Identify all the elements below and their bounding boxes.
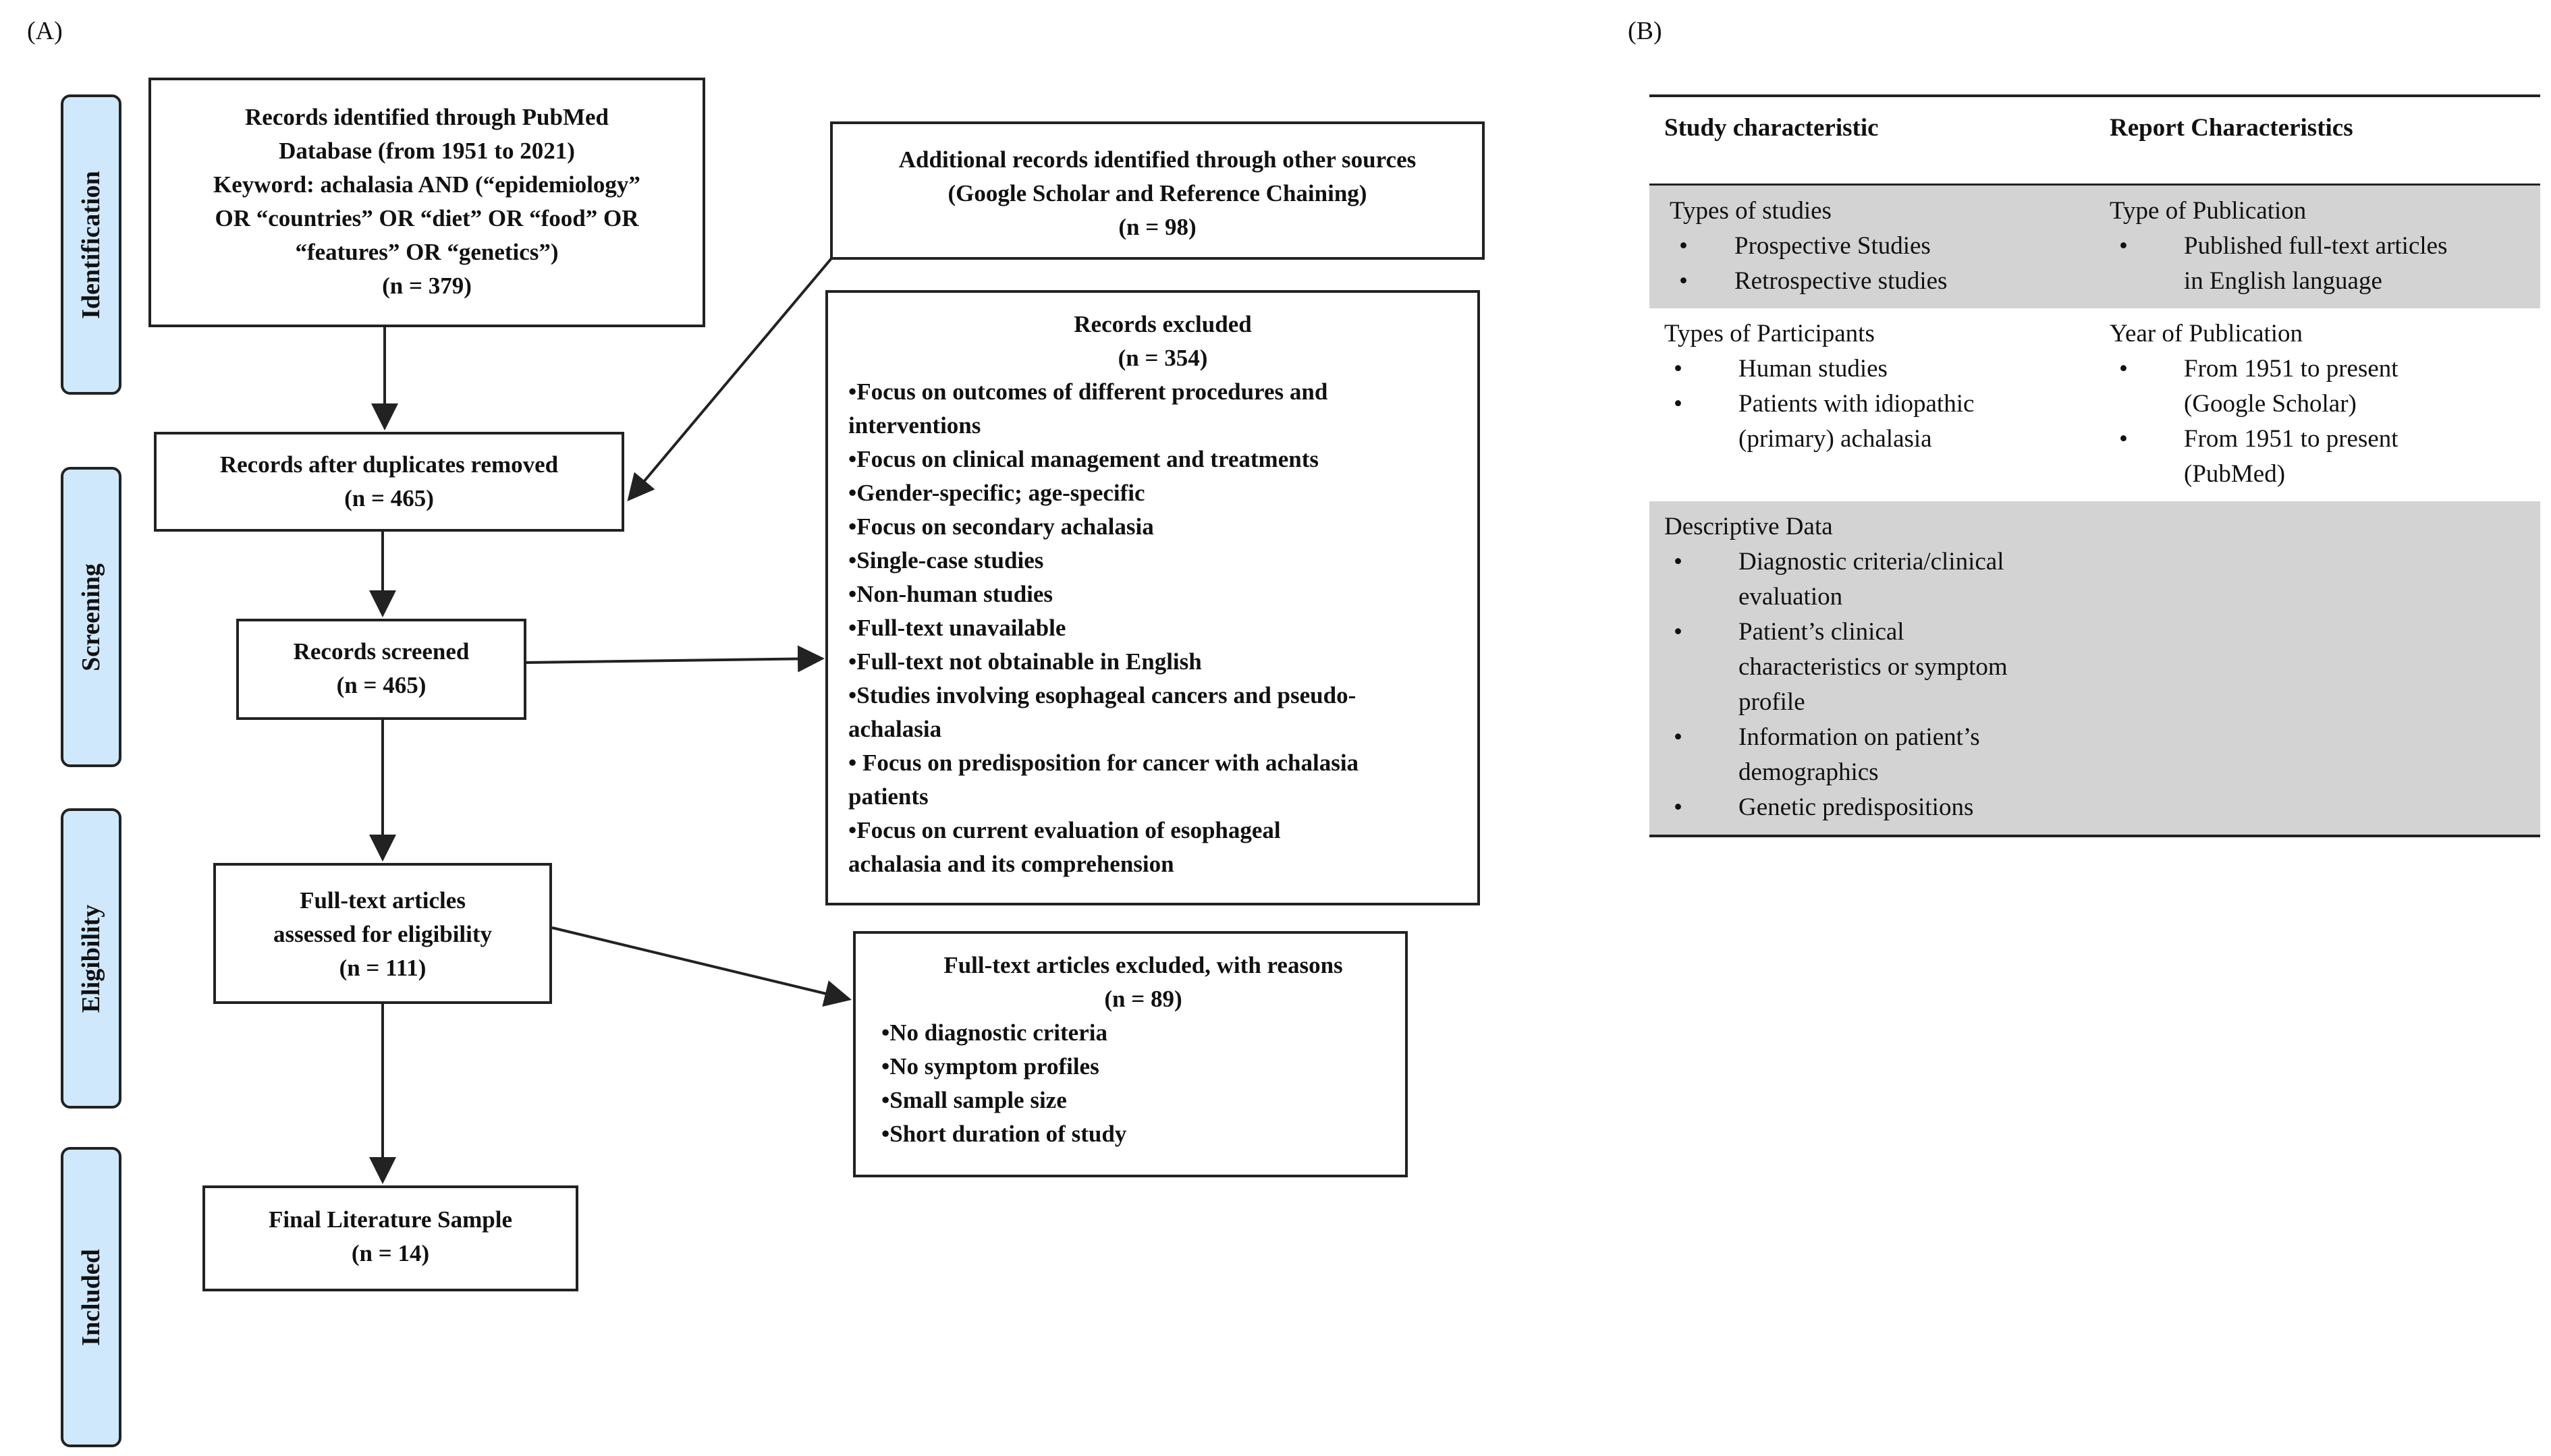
excluded-reason: •Non-human studies <box>848 581 1053 607</box>
duplicates-count: (n = 465) <box>344 485 434 511</box>
duplicates-label: Records after duplicates removed <box>219 451 559 478</box>
duplicates-removed-box: Records after duplicates removed (n = 46… <box>154 432 624 532</box>
excluded-reason: •Gender-specific; age-specific <box>848 480 1145 506</box>
pubmed-line: “features” OR “genetics”) <box>295 239 559 265</box>
year-of-publication-title: Year of Publication <box>2110 320 2303 347</box>
list-item: •Patients with idiopathic(primary) achal… <box>1674 390 1975 453</box>
screened-count: (n = 465) <box>336 672 427 698</box>
fulltext-excluded-title: Full-text articles excluded, with reason… <box>943 952 1343 978</box>
excluded-reason: •Full-text not obtainable in English <box>848 648 1202 675</box>
fulltext-excluded-reason: •No symptom profiles <box>881 1053 1099 1080</box>
excluded-reason: achalasia and its comprehension <box>848 851 1174 877</box>
pubmed-line: Keyword: achalasia AND (“epidemiology” <box>213 171 640 198</box>
excluded-count: (n = 354) <box>1118 345 1208 371</box>
pubmed-records-box: Records identified through PubMed Databa… <box>148 78 705 327</box>
study-characteristics-table: Study characteristic Report Characterist… <box>1649 94 2540 837</box>
table-row: Types of studies •Prospective Studies •R… <box>1649 186 2540 308</box>
excluded-reason: •Focus on secondary achalasia <box>848 513 1154 540</box>
excluded-reason: • Focus on predisposition for cancer wit… <box>848 750 1359 776</box>
excluded-reason: •Focus on clinical management and treatm… <box>848 446 1319 472</box>
fulltext-line: assessed for eligibility <box>273 921 493 947</box>
table-row: Descriptive Data •Diagnostic criteria/cl… <box>1649 501 2540 835</box>
row-left-cell: Types of Participants •Human studies •Pa… <box>1649 316 2095 492</box>
list-item: •Genetic predispositions <box>1674 793 1974 821</box>
final-sample-box: Final Literature Sample (n = 14) <box>202 1185 578 1291</box>
arrow-additional-to-duplicates <box>627 257 833 502</box>
excluded-reason: •Focus on outcomes of different procedur… <box>848 379 1328 405</box>
excluded-reason: achalasia <box>848 716 942 742</box>
excluded-reason: •Studies involving esophageal cancers an… <box>848 682 1356 708</box>
fulltext-excluded-count: (n = 89) <box>1104 986 1182 1012</box>
additional-line: Additional records identified through ot… <box>898 146 1417 173</box>
fulltext-excluded-reason: •Small sample size <box>881 1087 1067 1113</box>
screened-label: Records screened <box>293 638 470 665</box>
header-report-characteristics: Report Characteristics <box>2110 114 2353 142</box>
stage-screening: Screening <box>61 467 121 767</box>
arrow-screened-to-excluded <box>526 645 825 673</box>
list-item: •From 1951 to present(Google Scholar) <box>2119 355 2398 418</box>
list-item: •Prospective Studies <box>1679 232 1931 260</box>
excluded-reason: interventions <box>848 412 981 439</box>
list-item: •Retrospective studies <box>1679 267 1948 295</box>
excluded-reason: patients <box>848 783 929 810</box>
fulltext-excluded-reason: •Short duration of study <box>881 1121 1127 1147</box>
records-screened-box: Records screened (n = 465) <box>236 619 526 720</box>
panel-a-label: (A) <box>27 17 63 45</box>
fulltext-assessed-box: Full-text articles assessed for eligibil… <box>213 863 552 1004</box>
stage-eligibility: Eligibility <box>61 808 121 1109</box>
types-of-participants-title: Types of Participants <box>1664 320 1875 347</box>
stage-identification: Identification <box>61 94 121 395</box>
pubmed-count: (n = 379) <box>382 273 472 299</box>
pubmed-line: OR “countries” OR “diet” OR “food” OR <box>215 205 639 231</box>
row-left-cell: Types of studies •Prospective Studies •R… <box>1649 194 2095 299</box>
table-header-rule <box>1649 184 2540 186</box>
list-item: •From 1951 to present(PubMed) <box>2119 425 2398 488</box>
row-right-cell: Type of Publication •Published full-text… <box>2095 194 2540 299</box>
pubmed-line: Records identified through PubMed <box>245 104 609 130</box>
excluded-title: Records excluded <box>1074 311 1252 337</box>
type-of-publication-title: Type of Publication <box>2110 197 2307 225</box>
row-left-cell: Descriptive Data •Diagnostic criteria/cl… <box>1649 509 2540 825</box>
fulltext-line: Full-text articles <box>300 887 466 914</box>
table-row: Types of Participants •Human studies •Pa… <box>1649 308 2540 501</box>
descriptive-data-title: Descriptive Data <box>1664 513 1833 540</box>
table-top-rule <box>1649 94 2540 97</box>
table-bottom-rule <box>1649 835 2540 837</box>
arrow-fulltext-to-excluded <box>551 926 852 1007</box>
excluded-reason: •Full-text unavailable <box>848 615 1066 641</box>
row-right-cell: Year of Publication •From 1951 to presen… <box>2095 316 2540 492</box>
panel-b-label: (B) <box>1628 17 1662 45</box>
additional-count: (n = 98) <box>1118 214 1197 240</box>
types-of-studies-title: Types of studies <box>1670 197 1832 225</box>
records-excluded-box: Records excluded (n = 354) •Focus on out… <box>825 290 1480 905</box>
stage-included: Included <box>61 1147 121 1447</box>
list-item: •Human studies <box>1674 355 1888 383</box>
header-study-characteristic: Study characteristic <box>1664 114 1879 142</box>
additional-records-box: Additional records identified through ot… <box>830 121 1485 260</box>
fulltext-excluded-reason: •No diagnostic criteria <box>881 1019 1107 1046</box>
fulltext-excluded-box: Full-text articles excluded, with reason… <box>853 931 1408 1177</box>
excluded-reason: •Focus on current evaluation of esophage… <box>848 817 1281 843</box>
additional-line: (Google Scholar and Reference Chaining) <box>948 180 1367 206</box>
final-count: (n = 14) <box>351 1240 430 1266</box>
table-header: Study characteristic Report Characterist… <box>1649 97 2540 184</box>
excluded-reason: •Single-case studies <box>848 547 1044 573</box>
final-label: Final Literature Sample <box>269 1206 512 1233</box>
pubmed-line: Database (from 1951 to 2021) <box>279 138 575 164</box>
fulltext-count: (n = 111) <box>339 955 427 981</box>
